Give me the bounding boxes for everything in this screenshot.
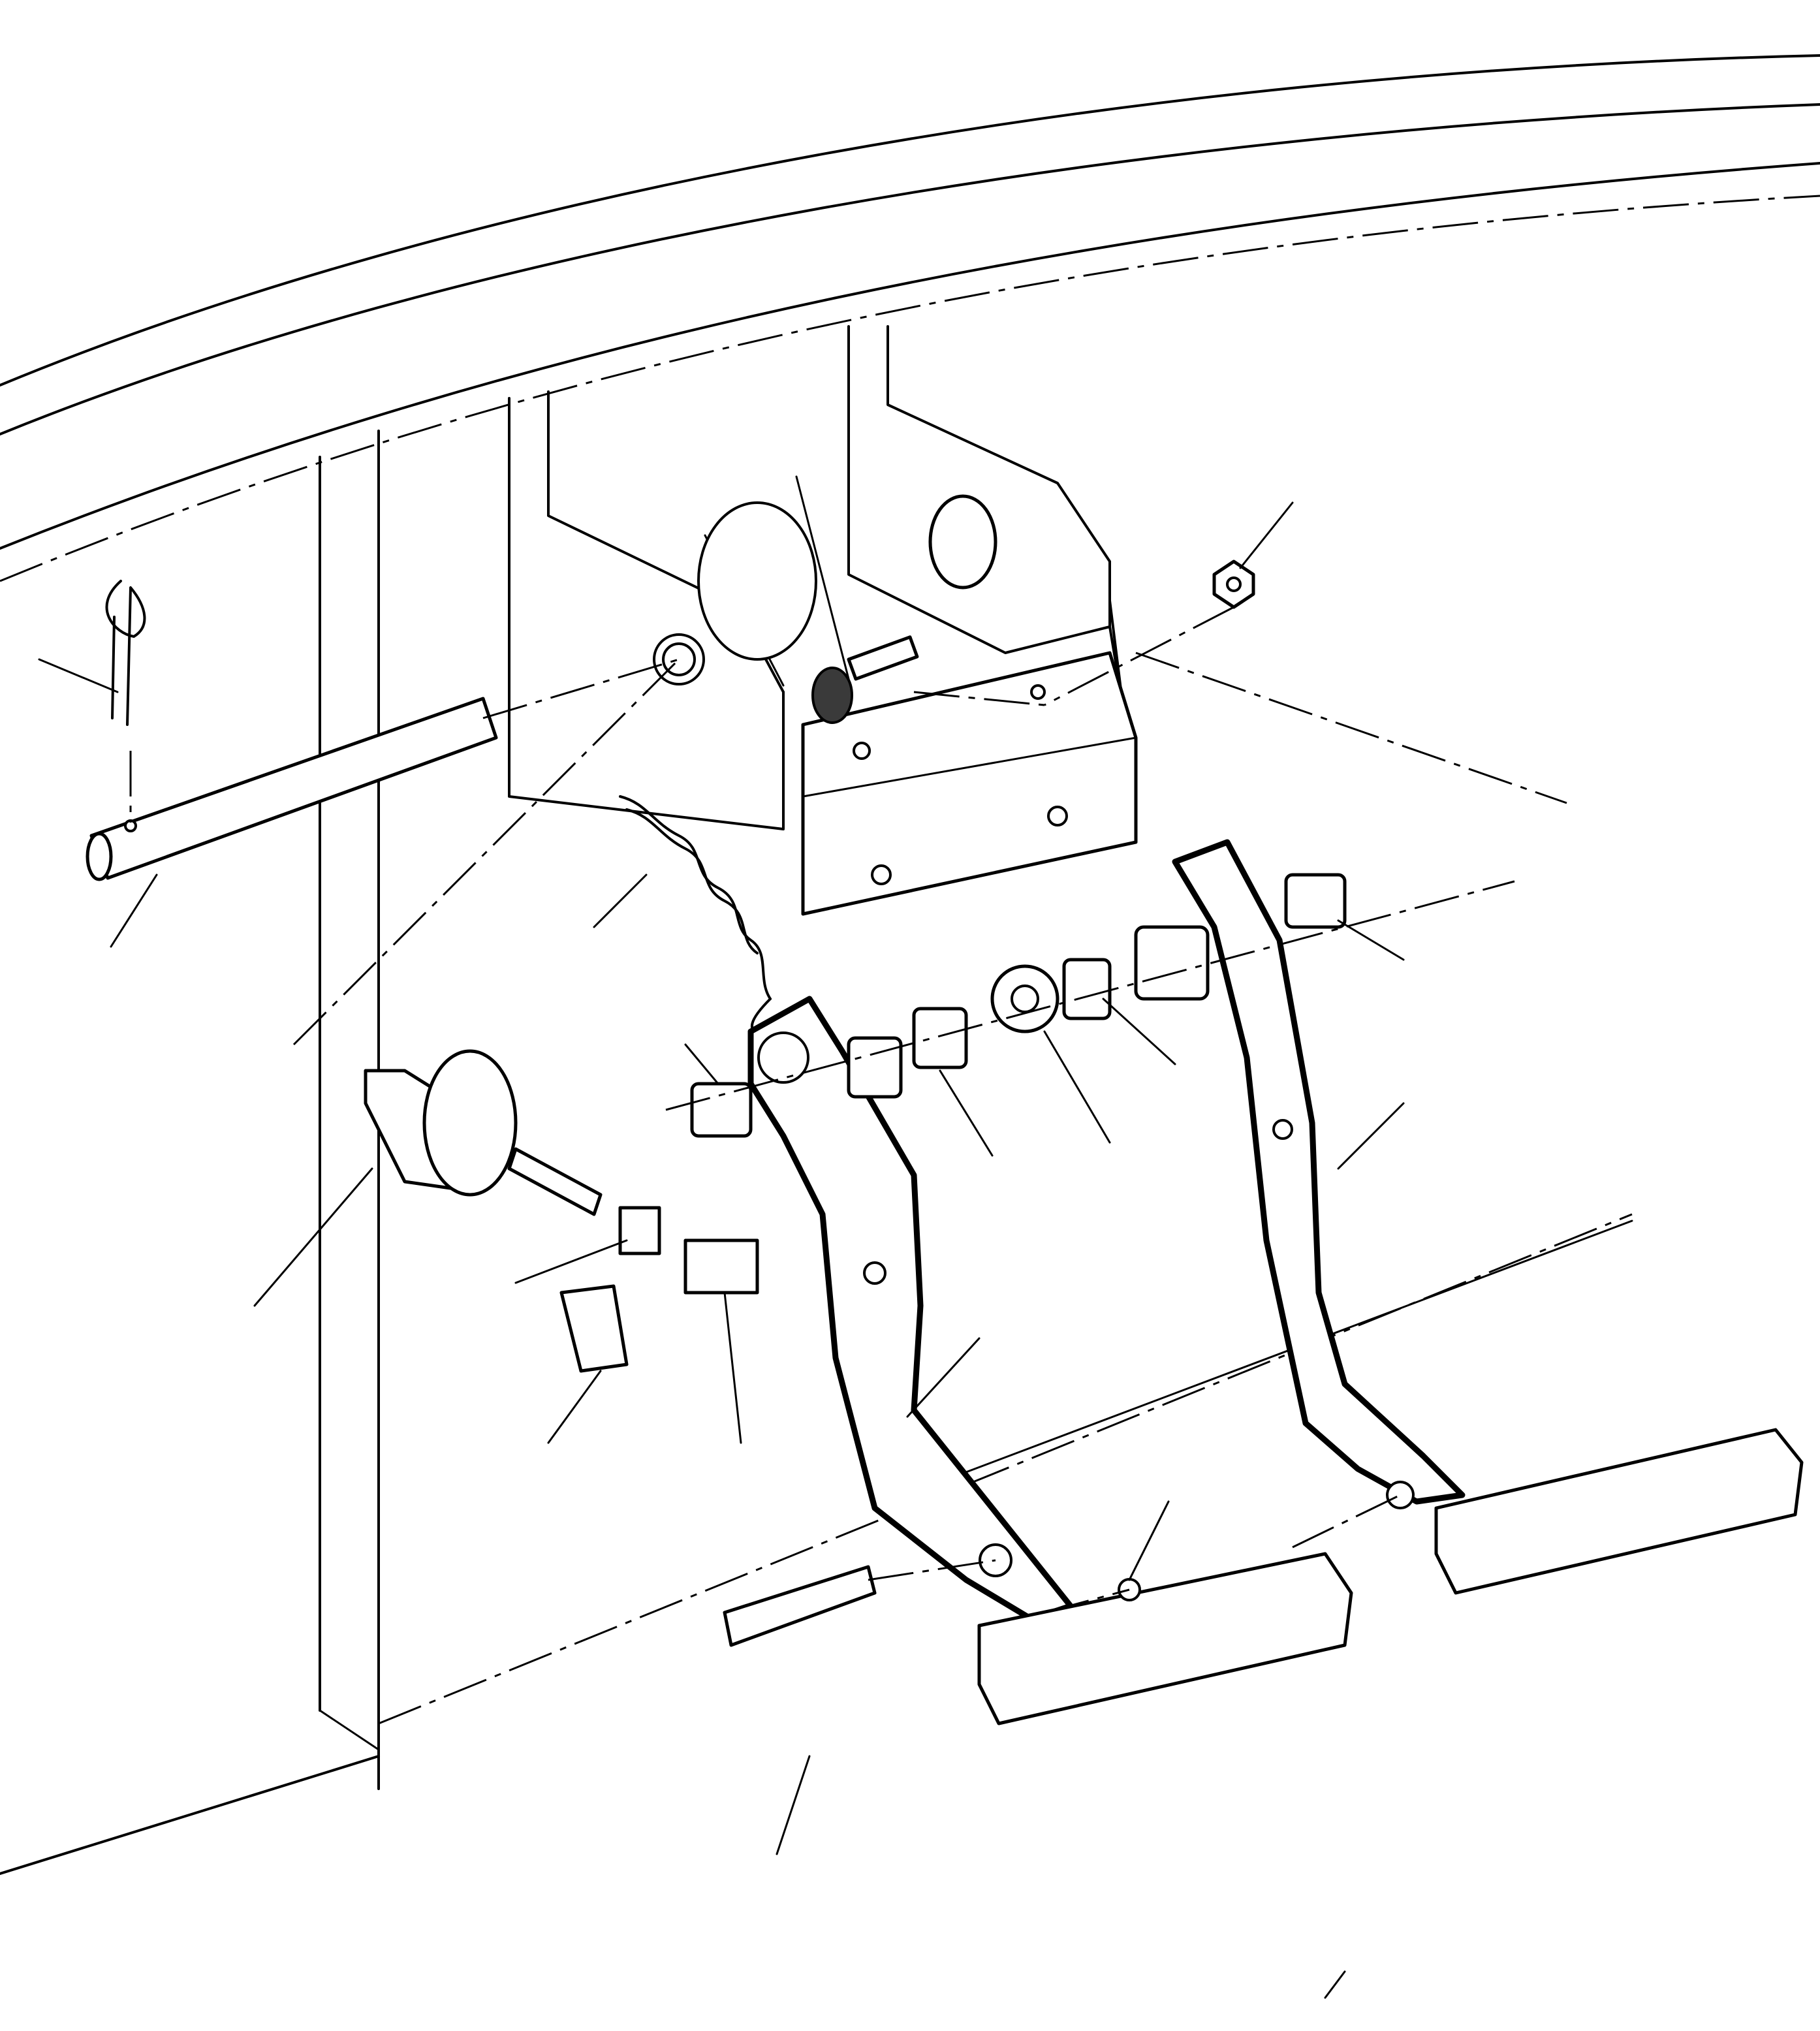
clevis-clip [559,1284,629,1373]
pivot-shaft [86,697,498,881]
master-cylinder-pushrod [364,1049,759,1373]
pivot-bushings [690,873,1347,1138]
return-spring [619,795,772,1039]
clutch-pedal-pad [1434,1428,1804,1595]
bushing-left [690,1082,753,1138]
clevis-pin [723,1565,877,1647]
bracket-bore [697,501,817,661]
brake-pedal [747,996,1353,1725]
spacer [1062,958,1112,1020]
cab-roof-arc [0,54,1820,582]
brake-pedal-pad [977,1552,1353,1725]
floor-lines [0,1213,1633,1875]
cotter-pin [105,580,146,726]
callout-leaders [38,475,1405,1999]
brake-pedal-pivot [757,1031,809,1084]
bracket-bolt [811,635,919,724]
bracket-nut [1212,559,1255,609]
clevis [683,1238,759,1295]
assembly-centre-lines [129,606,1567,1614]
bracket-stop-boss [928,494,997,590]
spacer-dark [847,1036,903,1099]
bushing-mid [912,1007,968,1069]
pushrod-boot [422,1049,518,1197]
pedal-bracket [508,325,1138,916]
locknut [618,1206,661,1255]
bushing-right [1284,873,1347,929]
clutch-pedal [1172,839,1804,1595]
bushing-large [1134,925,1210,1001]
